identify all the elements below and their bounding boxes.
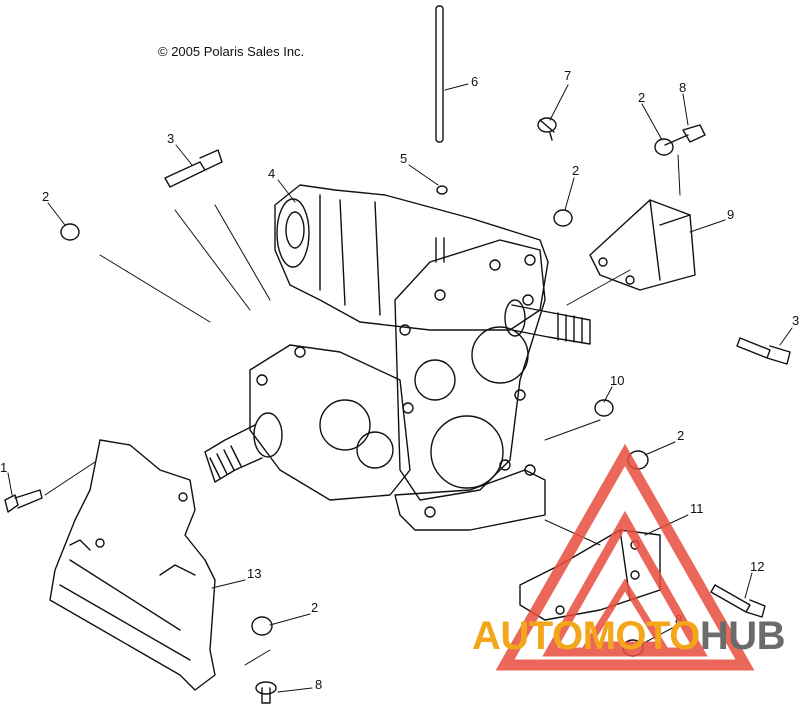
watermark-text: AUTOMOTOHUB [472,614,786,659]
callout-5: 5 [400,151,407,166]
right-upper-bracket-part [589,199,696,291]
callout-10: 10 [610,373,624,388]
callout-2-nut-top-left: 2 [42,189,49,204]
callout-12: 12 [750,559,764,574]
copyright-text: © 2005 Polaris Sales Inc. [158,44,305,59]
left-bracket-part [49,439,216,691]
callout-13: 13 [247,566,261,581]
bolt-1-part [4,489,43,513]
callout-7: 7 [564,68,571,83]
bolt-12-part [710,584,766,618]
callout-9: 9 [727,207,734,222]
clamp-part [537,117,557,141]
bolt-8-top-part [664,124,706,146]
nut-parts [60,138,674,657]
callout-4: 4 [268,166,275,181]
callout-2-nut-center: 2 [572,163,579,178]
callout-8-bottom: 8 [315,677,322,692]
rod-part [435,5,444,143]
callout-leaders [7,83,793,693]
callout-8-top: 8 [679,80,686,95]
transmission-housing [204,184,591,531]
callout-1: 1 [0,460,7,475]
callout-6: 6 [471,74,478,89]
bolt-3-left-part [164,149,223,188]
callout-3-bolt-left: 3 [167,131,174,146]
callout-2-nut-right: 2 [677,428,684,443]
bolt-8-bottom-part [255,681,277,704]
callout-2-nut-top-right: 2 [638,90,645,105]
bolt-3-right-part [736,337,791,365]
callout-2-nut-bottom: 2 [311,600,318,615]
watermark-text-hub: HUB [699,614,786,658]
pin-part [436,185,448,195]
callout-3-bolt-right: 3 [792,313,799,328]
watermark-text-automoto: AUTOMOTO [472,614,700,658]
callout-11: 11 [690,501,704,516]
assembly-lines [44,154,681,666]
watermark-logo [495,443,755,671]
